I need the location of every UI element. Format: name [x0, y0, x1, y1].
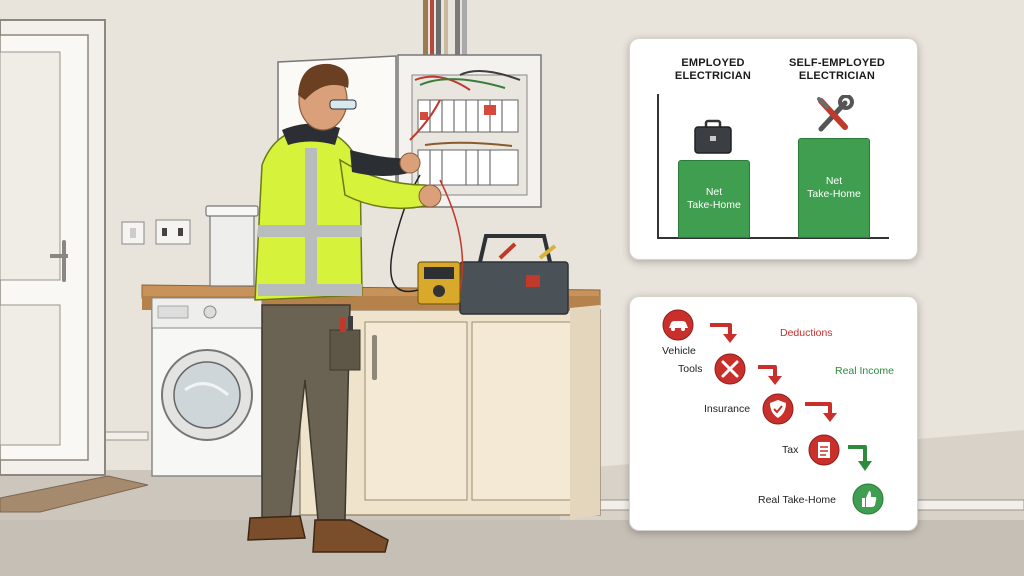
employed-bar-label-2: Take-Home — [687, 199, 741, 211]
employed-bar-label-1: Net — [705, 186, 723, 198]
shield-icon — [762, 393, 794, 425]
employed-heading-line2: ELECTRICIAN — [674, 70, 752, 82]
thumbs-up-icon — [852, 483, 884, 515]
toolbox — [459, 261, 569, 315]
employed-heading: EMPLOYED ELECTRICIAN — [668, 57, 758, 83]
wall-socket — [155, 219, 191, 245]
chart-x-axis — [657, 237, 889, 239]
self-employed-net-bar: Net Take-Home — [798, 138, 870, 238]
step-label-real-take-home: Real Take-Home — [758, 494, 837, 506]
flow-arrow — [710, 323, 732, 335]
self-employed-heading-line1: SELF-EMPLOYED — [788, 57, 886, 69]
self-employed-bar-label-1: Net — [825, 175, 843, 187]
container — [209, 211, 255, 287]
tools-icon — [817, 95, 854, 132]
step-label-tools: Tools — [678, 363, 703, 375]
deductions-flow-card: Deductions Real Income Vehicle Tools Ins… — [629, 296, 918, 531]
doormat — [0, 475, 149, 513]
briefcase-icon — [694, 119, 732, 154]
car-icon — [662, 309, 694, 341]
employed-heading-line1: EMPLOYED — [681, 57, 745, 69]
self-employed-bar-label-2: Take-Home — [807, 188, 861, 200]
chart-y-axis — [657, 94, 659, 238]
self-employed-heading: SELF-EMPLOYED ELECTRICIAN — [782, 57, 892, 83]
step-label-insurance: Insurance — [704, 403, 751, 415]
deductions-legend: Deductions — [780, 327, 833, 339]
door-handle — [62, 240, 66, 282]
income-comparison-card: EMPLOYED ELECTRICIAN SELF-EMPLOYED ELECT… — [629, 38, 918, 260]
document-icon — [808, 434, 840, 466]
tools-badge-icon — [714, 353, 746, 385]
employed-net-bar: Net Take-Home — [678, 160, 750, 238]
electrician — [247, 63, 442, 553]
self-employed-heading-line2: ELECTRICIAN — [798, 70, 876, 82]
real-income-legend: Real Income — [835, 365, 894, 377]
step-label-tax: Tax — [782, 444, 799, 456]
flow-arrows — [710, 323, 872, 471]
step-label-vehicle: Vehicle — [662, 345, 696, 357]
